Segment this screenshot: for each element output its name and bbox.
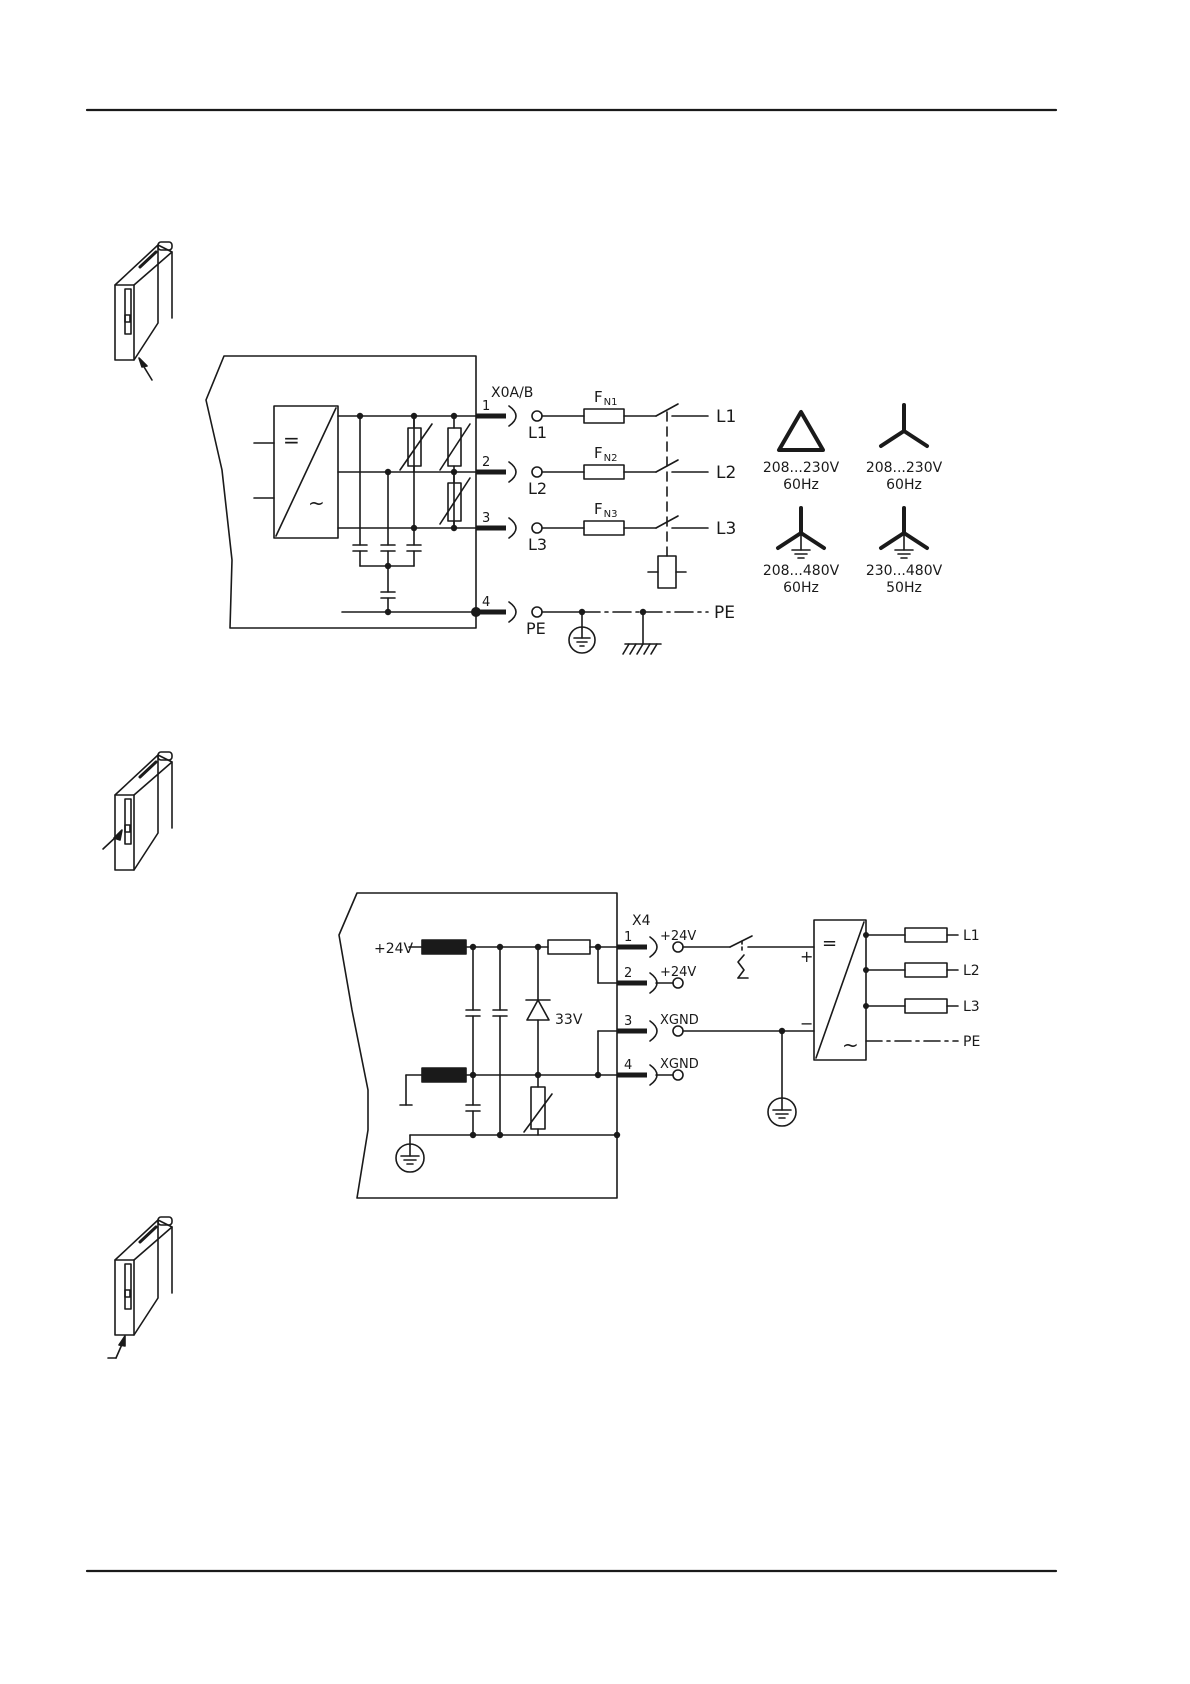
fuse-label-fn3: FN3 [594,500,617,520]
aux-fuse [548,940,590,954]
aux-line-pe: PE [963,1034,980,1050]
aux-line-l1: L1 [963,928,980,944]
fuse-label-fn1: FN1 [594,388,617,408]
line-label-pe: PE [714,603,735,623]
aux-line-l3: L3 [963,999,980,1015]
line-label-l2: L2 [716,463,736,483]
aux-terminal-3: XGND [660,1013,699,1028]
network-freq-4: 50Hz [886,580,922,596]
network-voltage-4: 230...480V [866,563,943,579]
mains-supply-diagram [206,356,708,654]
pin-label-3: 3 [482,511,490,526]
aux-input-label: +24V [374,941,414,957]
aux-terminal-2: +24V [660,965,696,980]
network-freq-3: 60Hz [783,580,819,596]
terminal-label-pe: PE [526,619,546,638]
contactor-coil [658,556,676,588]
aux-terminal-4: XGND [660,1057,699,1072]
aux-terminal-1: +24V [660,929,696,944]
drive-outline-aux [339,893,617,1198]
network-voltage-2: 208...230V [866,460,943,476]
line-label-l3: L3 [716,519,736,539]
delta-network [779,412,823,450]
aux-pin-2: 2 [624,966,632,981]
converter-ac-symbol: ~ [308,491,325,515]
star-network-1 [881,405,927,446]
line-label-l1: L1 [716,407,736,427]
fuse-label-fn2: FN2 [594,444,617,464]
network-voltage-3: 208...480V [763,563,840,579]
fuse-fn2 [584,465,624,479]
aux-supply-diagram [339,893,958,1198]
pin-label-2: 2 [482,455,490,470]
device-icon-3 [108,1217,172,1358]
pin-label-1: 1 [482,399,490,414]
terminal-label-l3: L3 [528,535,547,554]
network-voltage-1: 208...230V [763,460,840,476]
psu-plus-label: + [800,947,813,966]
psu-ac-symbol: ~ [842,1033,859,1057]
aux-line-l2: L2 [963,963,980,979]
aux-pin-3: 3 [624,1014,632,1029]
pin-label-4: 4 [482,595,490,610]
drive-outline [206,356,476,628]
connector-label-x4: X4 [632,913,651,929]
connector-label-x0ab: X0A/B [491,385,533,401]
psu-minus-label: − [800,1014,813,1033]
fuse-fn3 [584,521,624,535]
terminal-label-l1: L1 [528,423,547,442]
fuse-fn1 [584,409,624,423]
network-freq-2: 60Hz [886,477,922,493]
network-freq-1: 60Hz [783,477,819,493]
converter-dc-symbol: = [283,428,300,452]
device-icon-mains [115,242,172,380]
terminal-label-l2: L2 [528,479,547,498]
aux-pin-1: 1 [624,930,632,945]
device-icon-aux [103,752,172,870]
aux-pin-4: 4 [624,1058,632,1073]
zener-label: 33V [555,1012,583,1028]
psu-dc-symbol: = [822,933,837,954]
